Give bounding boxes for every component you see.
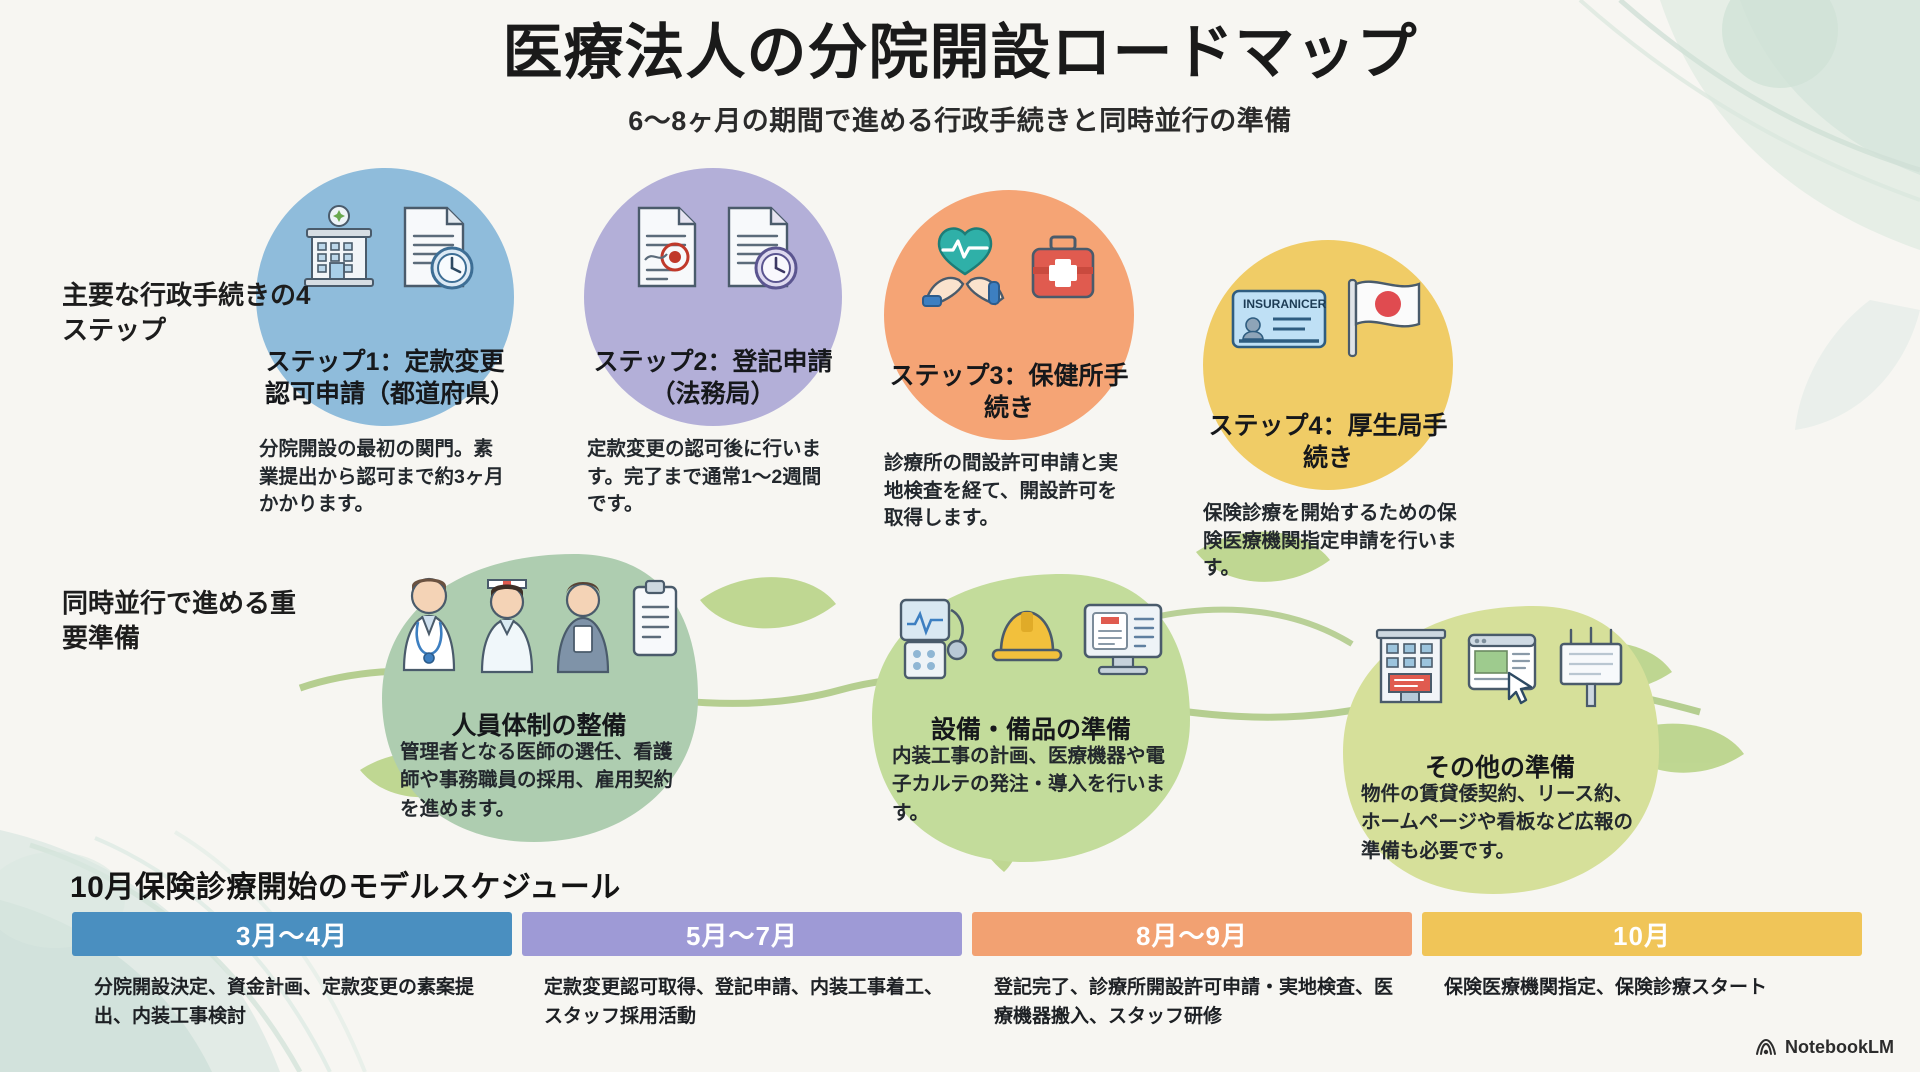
schedule-tasks-1: 分院開設決定、資金計画、定款変更の素案提出、内装工事検討 [94, 977, 475, 1027]
schedule-period-1: 3月〜4月 [72, 912, 512, 956]
schedule-column-1[interactable]: 3月〜4月 分院開設決定、資金計画、定款変更の素案提出、内装工事検討 [72, 912, 512, 1031]
prep-1-title: 人員体制の整備 [451, 712, 627, 740]
heart-in-hands-icon [922, 227, 1005, 307]
prep-3-title: その他の準備 [1424, 754, 1575, 782]
notebooklm-logo-icon [1756, 1038, 1777, 1055]
step-2-title: ステップ2：登記申請（法務局） [593, 348, 833, 408]
prep-2-icons [866, 590, 1196, 686]
step-3-description: 診療所の間設許可申請と実地検査を経て、開設許可を取得します。 [884, 452, 1119, 530]
page-header: 医療法人の分院開設ロードマップ 6〜8ヶ月の期間で進める行政手続きと同時並行の準… [0, 18, 1920, 138]
section-label-parallel: 同時並行で進める重要準備 [62, 588, 297, 654]
leaf-1-content: 人員体制の整備 管理者となる医師の選任、看護師や事務職員の採用、雇用契約を進めま… [374, 548, 704, 848]
nurse-icon [480, 579, 534, 674]
schedule-tasks-2: 定款変更認可取得、登記申請、内装工事着工、スタッフ採用活動 [544, 977, 944, 1027]
step-2-icons [584, 202, 842, 294]
leaf-shape-1 [382, 554, 698, 842]
insurance-card-label: INSURANICER [1243, 297, 1327, 311]
step-1-icons [256, 202, 514, 294]
step-card-4[interactable]: INSURANICER ステップ4：厚生局手続き 保険診療を開始するための保険医… [1203, 240, 1459, 583]
step-card-1[interactable]: ステップ1：定款変更認可申請（都道府県） 分院開設の最初の関門。素業提出から認可… [256, 168, 516, 519]
footer-brand-label: NotebookLM [1785, 1037, 1894, 1057]
hard-hat-icon [991, 610, 1063, 662]
step-3-icons [884, 224, 1134, 314]
step-2-description: 定款変更の認可後に行います。完了まで通常1〜2週間です。 [587, 438, 822, 516]
step-2-bubble: ステップ2：登記申請（法務局） [584, 168, 842, 426]
schedule-columns: 3月〜4月 分院開設決定、資金計画、定款変更の素案提出、内装工事検討 5月〜7月… [72, 912, 1862, 1031]
document-stamp-icon [637, 206, 697, 288]
schedule-period-2: 5月〜7月 [522, 912, 962, 956]
step-card-3[interactable]: ステップ3：保健所手続き 診療所の間設許可申請と実地検査を経て、開設許可を取得し… [884, 190, 1136, 533]
insurance-card-icon: INSURANICER [1231, 289, 1327, 349]
computer-record-icon [1083, 603, 1163, 676]
doctor-icon [402, 577, 456, 672]
schedule-period-4: 10月 [1422, 912, 1862, 956]
schedule-column-4[interactable]: 10月 保険医療機関指定、保険診療スタート [1422, 912, 1862, 1031]
signboard-icon [1559, 626, 1623, 708]
step-card-2[interactable]: ステップ2：登記申請（法務局） 定款変更の認可後に行います。完了まで通常1〜2週… [584, 168, 842, 519]
clipboard-icon [632, 579, 678, 657]
step-3-title: ステップ3：保健所手続き [889, 362, 1129, 422]
schedule-tasks-4: 保険医療機関指定、保険診療スタート [1444, 977, 1768, 998]
japan-flag-icon [1347, 278, 1421, 358]
prep-3-description: 物件の賃貸倭契約、リース約、ホームページや看板など広報の準備も必要です。 [1361, 783, 1634, 862]
building-icon [1375, 628, 1447, 704]
step-1-bubble: ステップ1：定款変更認可申請（都道府県） [256, 168, 516, 426]
hospital-building-icon [304, 205, 374, 287]
step-1-title: ステップ1：定款変更認可申請（都道府県） [265, 348, 516, 408]
step-4-title: ステップ4：厚生局手続き [1208, 412, 1448, 472]
prep-3-icons [1335, 622, 1665, 710]
leaf-3-content: その他の準備 物件の賃貸倭契約、リース約、ホームページや看板など広報の準備も必要… [1335, 600, 1665, 900]
staff-icon [556, 582, 610, 674]
prep-2-description: 内装工事の計画、医療機器や電子カルテの発注・導入を行います。 [892, 745, 1166, 824]
document-clock-icon [727, 206, 798, 290]
prep-card-2[interactable]: 設備・備品の準備 内装工事の計画、医療機器や電子カルテの発注・導入を行います。 [866, 568, 1196, 868]
page-title: 医療法人の分院開設ロードマップ [502, 19, 1418, 86]
prep-card-1[interactable]: 人員体制の整備 管理者となる医師の選任、看護師や事務職員の採用、雇用契約を進めま… [374, 548, 704, 848]
prep-1-icons [374, 570, 704, 680]
step-4-description: 保険診療を開始するための保険医療機関指定申請を行います。 [1203, 502, 1457, 580]
medical-monitor-icon [899, 598, 968, 680]
page-subtitle: 6〜8ヶ月の期間で進める行政手続きと同時並行の準備 [628, 106, 1292, 136]
footer-brand: NotebookLM [1755, 1037, 1894, 1058]
schedule-column-2[interactable]: 5月〜7月 定款変更認可取得、登記申請、内装工事着工、スタッフ採用活動 [522, 912, 962, 1031]
leaf-2-content: 設備・備品の準備 内装工事の計画、医療機器や電子カルテの発注・導入を行います。 [866, 568, 1196, 868]
step-4-bubble: INSURANICER ステップ4：厚生局手続き [1203, 240, 1453, 490]
section-label-steps: 主要な行政手続きの4ステップ [62, 280, 311, 346]
schedule-title: 10月保険診療開始のモデルスケジュール [70, 871, 621, 904]
step-1-description: 分院開設の最初の関門。素業提出から認可まで約3ヶ月かかります。 [259, 438, 504, 516]
step-3-bubble: ステップ3：保健所手続き [884, 190, 1134, 440]
schedule-period-3: 8月〜9月 [972, 912, 1412, 956]
document-clock-icon [403, 206, 474, 290]
prep-2-title: 設備・備品の準備 [930, 716, 1131, 744]
schedule-tasks-3: 登記完了、診療所開設許可申請・実地検査、医療機器搬入、スタッフ研修 [994, 977, 1394, 1027]
first-aid-kit-icon [1031, 235, 1095, 299]
schedule-column-3[interactable]: 8月〜9月 登記完了、診療所開設許可申請・実地検査、医療機器搬入、スタッフ研修 [972, 912, 1412, 1031]
prep-card-3[interactable]: その他の準備 物件の賃貸倭契約、リース約、ホームページや看板など広報の準備も必要… [1335, 600, 1665, 900]
step-4-icons: INSURANICER [1203, 274, 1453, 360]
prep-1-description: 管理者となる医師の選任、看護師や事務職員の採用、雇用契約を進めます。 [400, 741, 674, 820]
webpage-cursor-icon [1467, 633, 1537, 705]
